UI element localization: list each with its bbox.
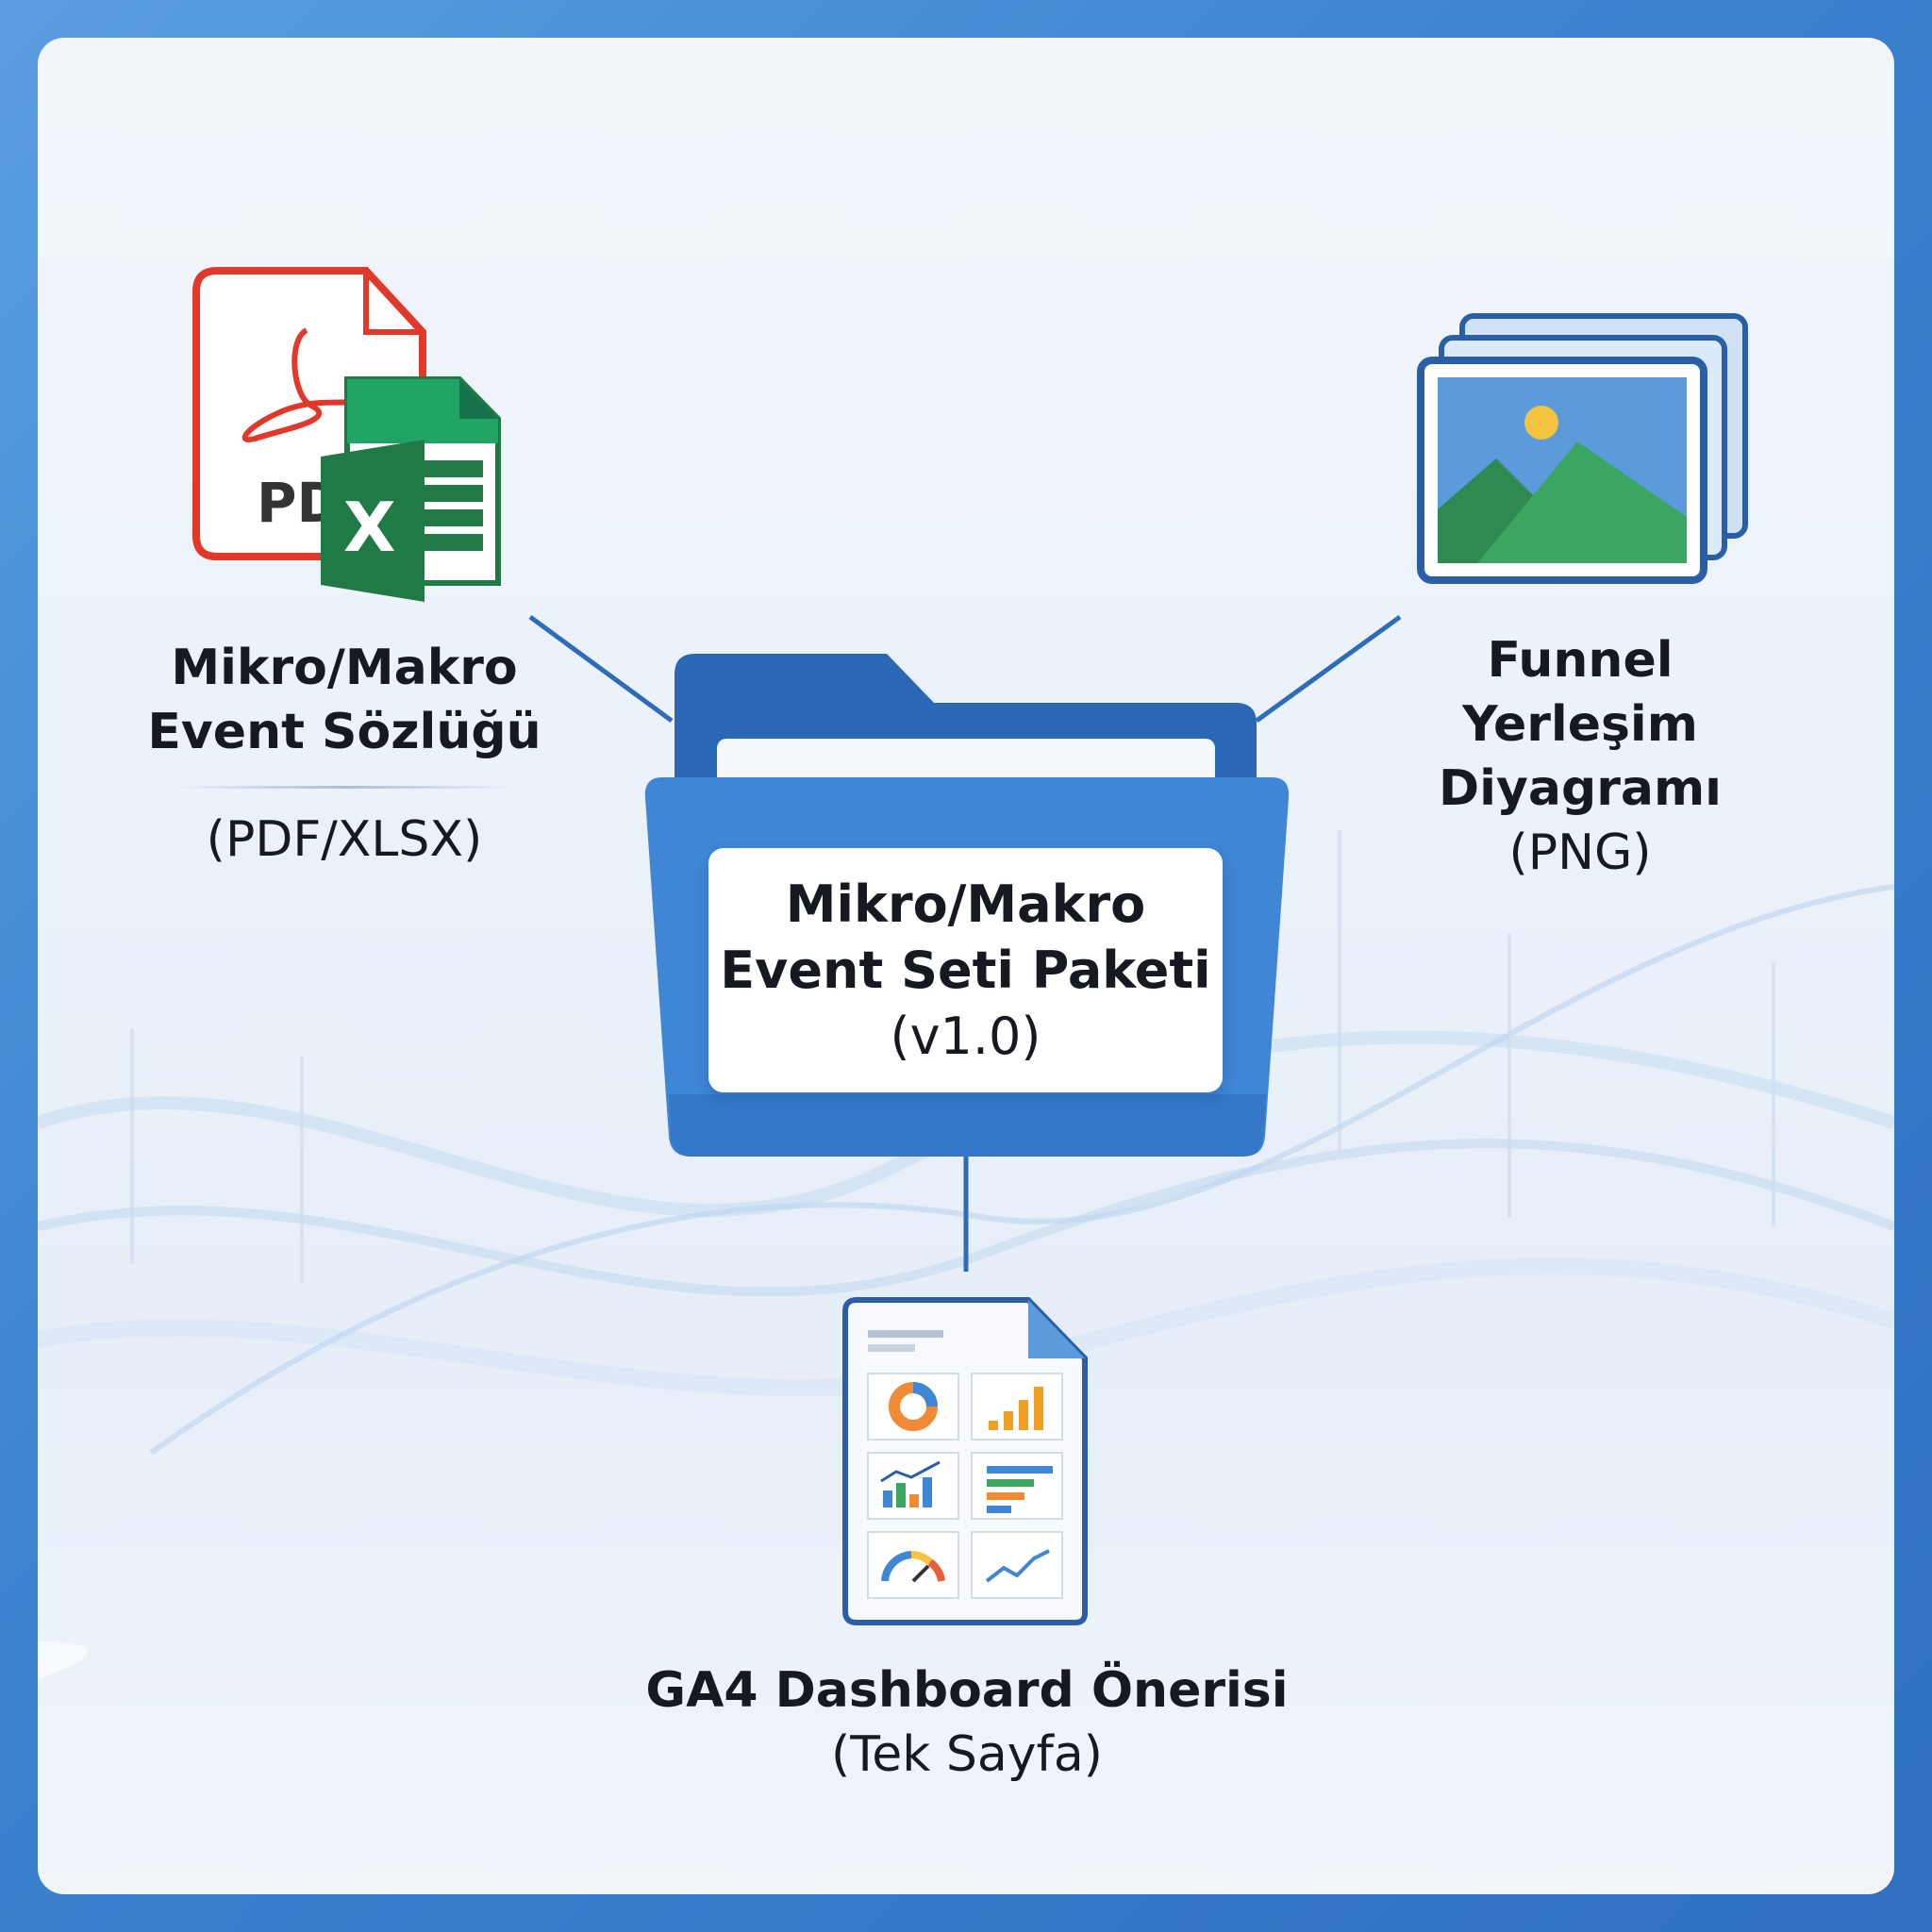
dashboard-label: GA4 Dashboard Önerisi (Tek Sayfa) bbox=[623, 1658, 1311, 1787]
dictionary-title-line2: Event Sözlüğü bbox=[147, 704, 541, 760]
connector-funnel bbox=[1255, 614, 1402, 724]
dictionary-format-label: (PDF/XLSX) bbox=[123, 808, 566, 872]
funnel-title-line3: Diyagramı bbox=[1439, 760, 1722, 817]
package-version: (v1.0) bbox=[890, 1006, 1041, 1066]
dashboard-title: GA4 Dashboard Önerisi bbox=[645, 1662, 1289, 1719]
dashboard-document-icon bbox=[842, 1297, 1088, 1625]
package-title-line2: Event Seti Paketi bbox=[720, 940, 1211, 1000]
connector-dictionary bbox=[528, 614, 674, 724]
dashboard-format: (Tek Sayfa) bbox=[831, 1726, 1103, 1783]
package-card: Mikro/Makro Event Seti Paketi (v1.0) bbox=[708, 848, 1223, 1092]
dictionary-divider bbox=[175, 786, 514, 789]
funnel-format: (PNG) bbox=[1508, 824, 1652, 881]
dictionary-title-line1: Mikro/Makro bbox=[171, 640, 518, 696]
package-title-line1: Mikro/Makro bbox=[785, 874, 1146, 934]
funnel-label: Funnel Yerleşim Diyagramı (PNG) bbox=[1387, 628, 1774, 885]
image-stack-icon bbox=[1417, 313, 1748, 584]
excel-icon: X bbox=[321, 376, 501, 602]
excel-icon-label: X bbox=[343, 488, 396, 567]
dictionary-label: Mikro/Makro Event Sözlüğü bbox=[123, 636, 566, 764]
dictionary-format: (PDF/XLSX) bbox=[206, 811, 483, 868]
funnel-title-line2: Yerleşim bbox=[1462, 696, 1698, 753]
funnel-title-line1: Funnel bbox=[1487, 632, 1674, 689]
